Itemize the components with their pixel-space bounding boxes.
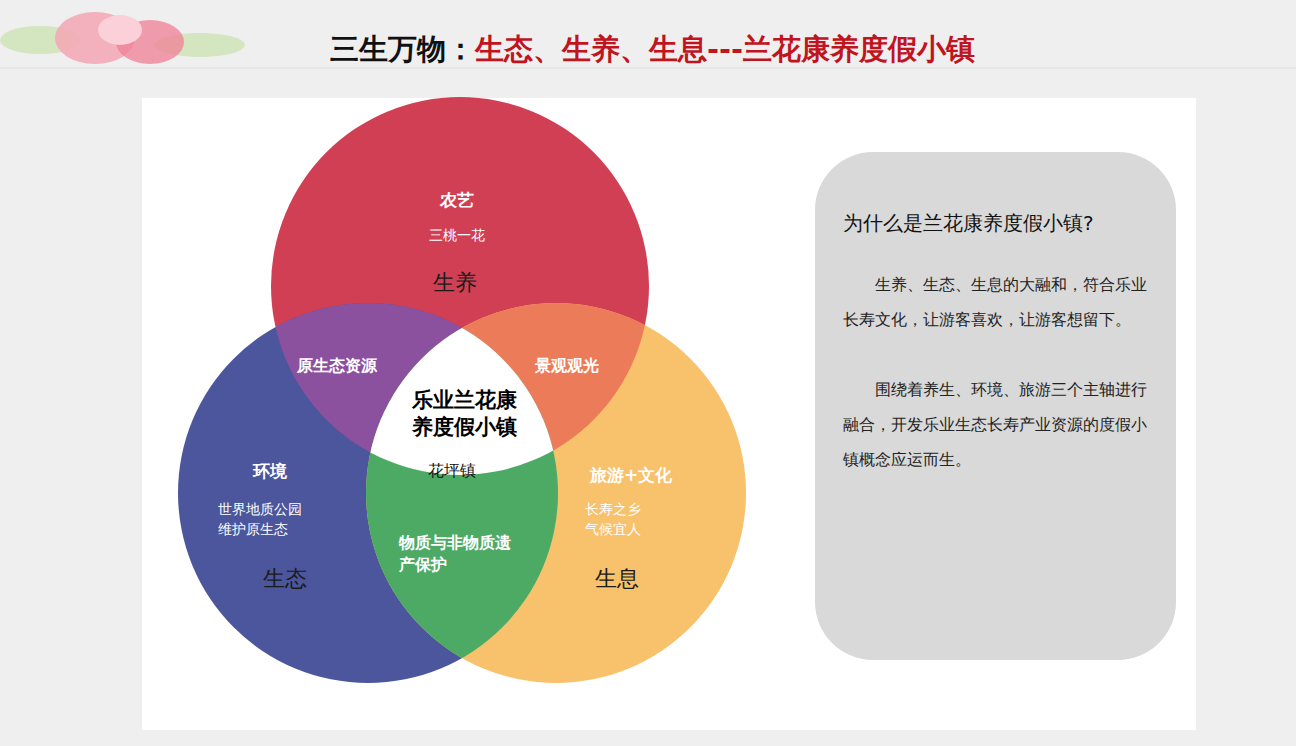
region-label: 物质与非物质遗产保护 (399, 532, 525, 575)
flower-decoration (0, 12, 245, 64)
region-label: 生态 (263, 564, 307, 594)
region-label: 旅游+文化 (590, 464, 672, 487)
region-label: 农艺 (440, 189, 474, 212)
center-region: 乐业兰花康养度假小镇花坪镇 (390, 380, 540, 490)
region-label: 长寿之乡 气候宜人 (585, 499, 647, 540)
region-label: 原生态资源 (297, 355, 377, 377)
explanation-panel: 为什么是兰花康养度假小镇? 生养、生态、生息的大融和，符合乐业长寿文化，让游客喜欢… (815, 152, 1176, 660)
region-label: 生息 (595, 564, 639, 594)
region-label: 三桃一花 (429, 225, 485, 245)
panel-paragraph: 围绕着养生、环境、旅游三个主轴进行融合，开发乐业生态长寿产业资源的度假小镇概念应… (843, 372, 1150, 477)
overlap-region: 物质与非物质遗产保护 (394, 528, 534, 578)
region-label: 生养 (433, 268, 477, 298)
region-label: 乐业兰花康养度假小镇 (405, 387, 523, 442)
slide-title: 三生万物：生态、生养、生息---兰花康养度假小镇 (330, 30, 975, 70)
panel-heading: 为什么是兰花康养度假小镇? (843, 210, 1150, 237)
region-label: 花坪镇 (428, 460, 476, 482)
region-label: 景观观光 (535, 355, 599, 377)
region-label: 世界地质公园 维护原生态 (218, 499, 312, 540)
overlap-region: 原生态资源 (282, 350, 392, 384)
overlap-region: 景观观光 (520, 350, 620, 384)
region-label: 环境 (253, 460, 287, 483)
panel-paragraph: 生养、生态、生息的大融和，符合乐业长寿文化，让游客喜欢，让游客想留下。 (843, 267, 1150, 337)
